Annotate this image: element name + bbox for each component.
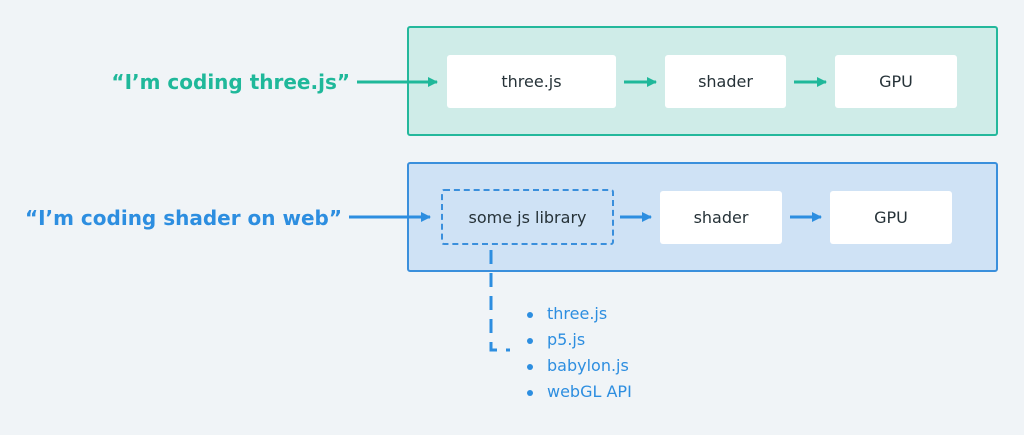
bullet-dot-icon (527, 338, 533, 344)
js-library-box: some js library (441, 189, 614, 245)
list-item: p5.js (525, 327, 632, 353)
library-examples-list: three.js p5.js babylon.js webGL API (525, 301, 632, 405)
threejs-shader-box: shader (665, 55, 786, 108)
bullet-dot-icon (527, 364, 533, 370)
library-example-label: babylon.js (547, 356, 629, 375)
list-item: babylon.js (525, 353, 632, 379)
bullet-dot-icon (527, 390, 533, 396)
library-example-label: webGL API (547, 382, 632, 401)
shader-web-gpu-box: GPU (830, 191, 952, 244)
library-bracket-connector (489, 250, 510, 352)
threejs-gpu-box: GPU (835, 55, 957, 108)
shader-web-shader-box: shader (660, 191, 782, 244)
library-example-label: p5.js (547, 330, 586, 349)
shader-web-quote: “I’m coding shader on web” (24, 206, 342, 230)
threejs-box: three.js (447, 55, 616, 108)
bullet-dot-icon (527, 312, 533, 318)
threejs-quote: “I’m coding three.js” (111, 70, 350, 94)
library-example-label: three.js (547, 304, 608, 323)
list-item: three.js (525, 301, 632, 327)
list-item: webGL API (525, 379, 632, 405)
